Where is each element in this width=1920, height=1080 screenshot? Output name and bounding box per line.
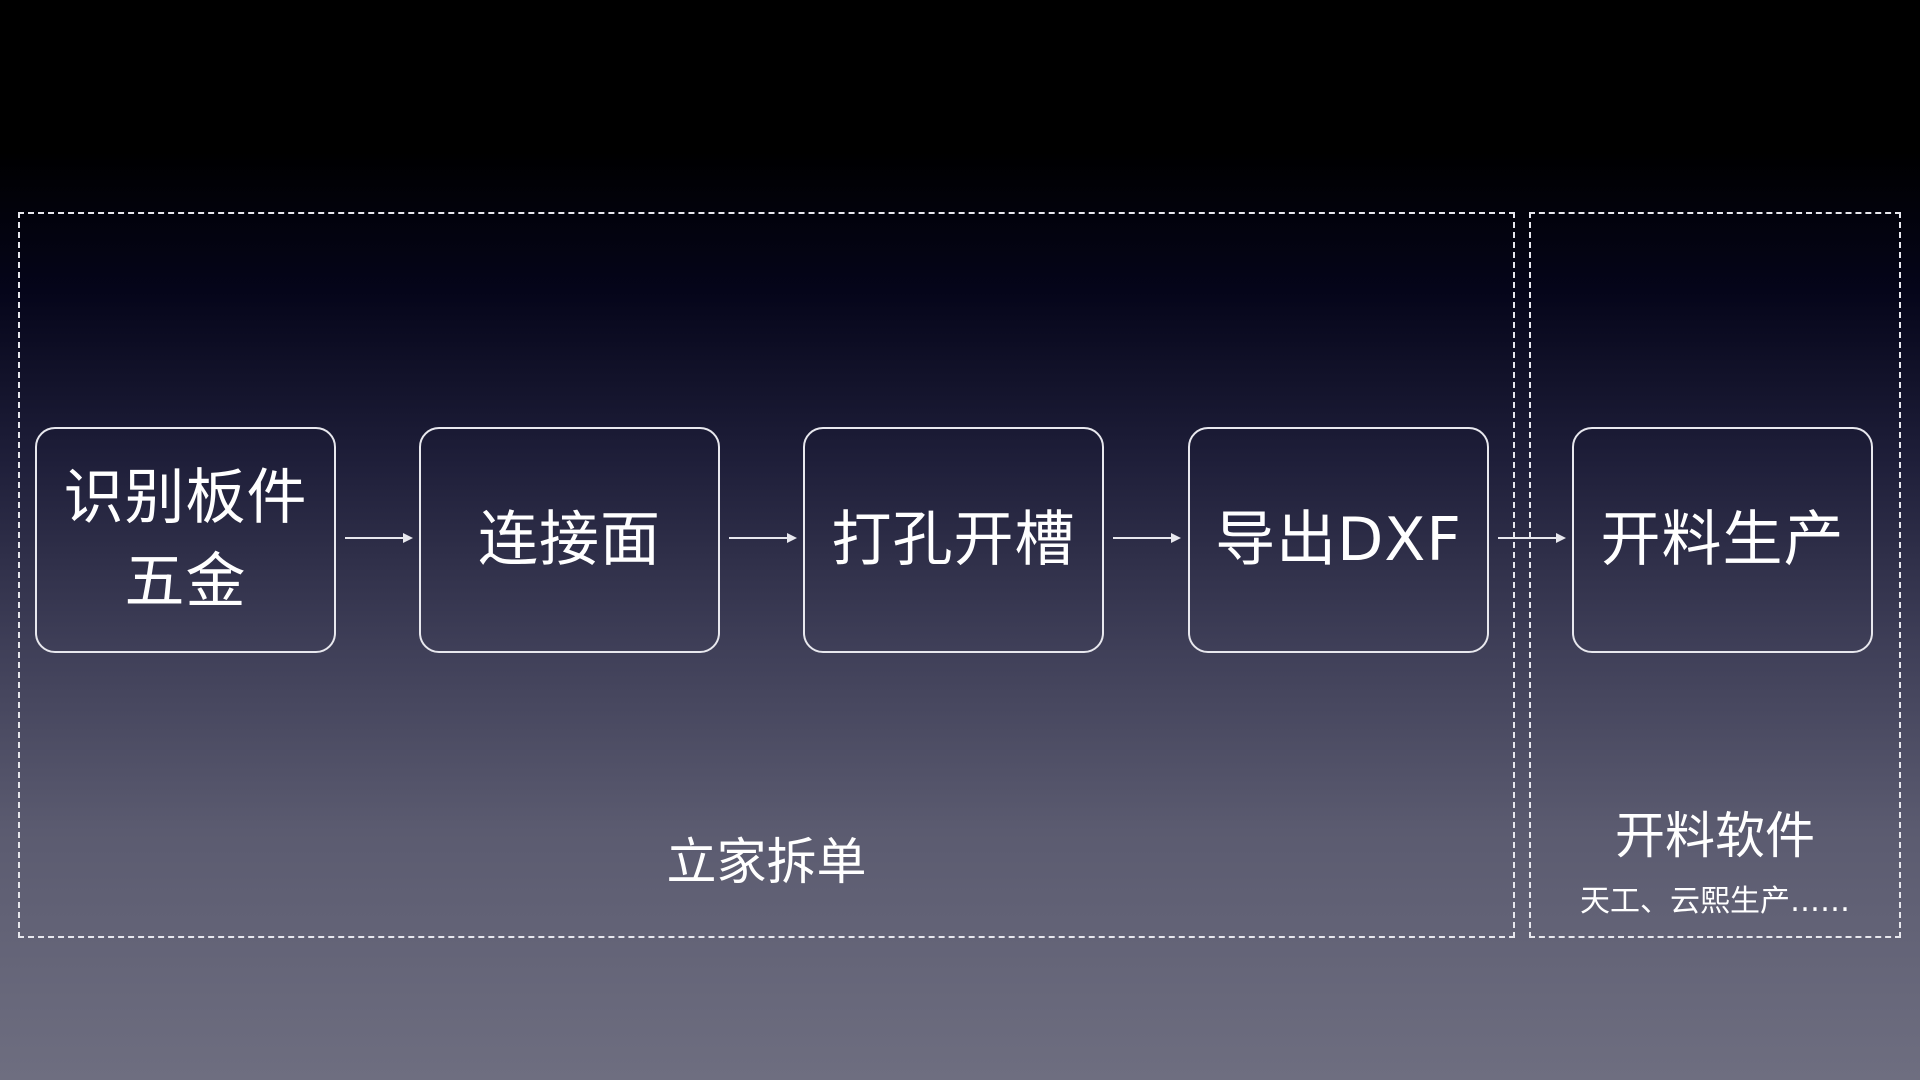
step-label: 导出DXF — [1215, 505, 1462, 575]
arrow-right-icon — [1113, 533, 1181, 543]
group-left-label: 立家拆单 — [666, 833, 867, 891]
step-box-cutting-production: 开料生产 — [1572, 427, 1873, 653]
arrow-right-icon — [1498, 533, 1566, 543]
step-label: 连接面 — [478, 505, 661, 575]
step-box-identify-parts: 识别板件 五金 — [35, 427, 336, 653]
group-right-sublabel: 天工、云熙生产…… — [1580, 884, 1850, 919]
group-left-dashed-box — [18, 212, 1515, 938]
group-right-dashed-box — [1529, 212, 1901, 938]
group-right-label: 开料软件 — [1615, 807, 1815, 865]
step-label: 打孔开槽 — [831, 505, 1076, 575]
step-box-drill-slot: 打孔开槽 — [803, 427, 1104, 653]
step-box-export-dxf: 导出DXF — [1188, 427, 1489, 653]
arrow-right-icon — [345, 533, 413, 543]
step-label: 识别板件 五金 — [63, 463, 308, 617]
arrow-right-icon — [729, 533, 797, 543]
step-box-connection-faces: 连接面 — [419, 427, 720, 653]
step-label: 开料生产 — [1600, 505, 1845, 575]
